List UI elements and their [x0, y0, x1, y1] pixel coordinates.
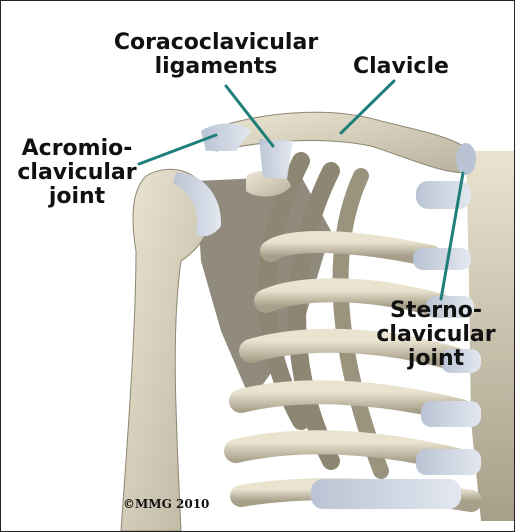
label-clavicle: Clavicle: [353, 55, 449, 79]
label-line: Acromio-: [22, 136, 133, 161]
label-line: clavicular: [376, 322, 495, 347]
leader-line-acromioclavicular: [139, 135, 216, 164]
sternoclavicular-joint-disc: [456, 143, 476, 175]
label-line: clavicular: [17, 160, 136, 185]
label-line: Clavicle: [353, 54, 449, 79]
label-acromioclavicular-joint: Acromio- clavicular joint: [13, 137, 141, 209]
label-line: ligaments: [155, 54, 278, 79]
label-line: Sterno-: [390, 298, 482, 323]
coracoclavicular-ligament: [259, 139, 293, 179]
copyright-notice: ©MMG 2010: [123, 497, 209, 511]
label-coracoclavicular-ligaments: Coracoclavicular ligaments: [109, 31, 323, 79]
label-line: Coracoclavicular: [114, 30, 318, 55]
clavicle: [206, 112, 471, 173]
label-line: joint: [408, 346, 464, 371]
label-sternoclavicular-joint: Sterno- clavicular joint: [371, 299, 501, 371]
label-line: joint: [49, 184, 105, 209]
